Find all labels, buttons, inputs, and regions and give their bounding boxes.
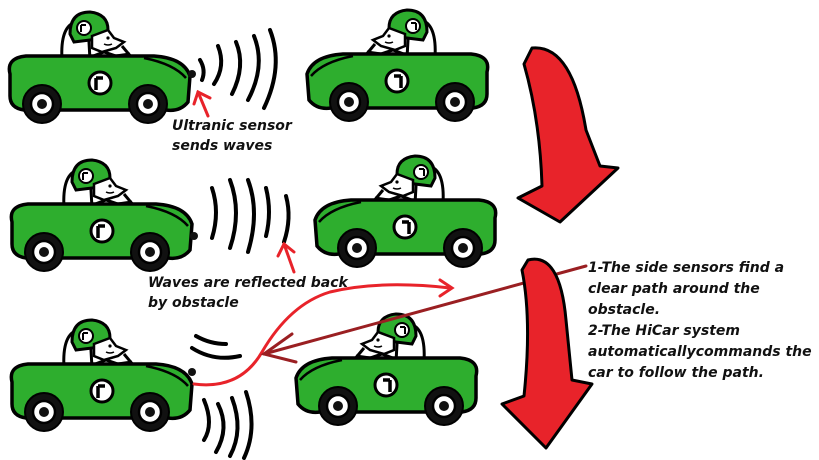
pointer-arrow-icon <box>276 241 296 274</box>
path-line <box>192 278 455 387</box>
ultrasonic-sensor-label: Ultranic sensor sends waves <box>172 116 292 156</box>
sound-wave-icon <box>210 178 291 254</box>
car-icon <box>9 158 198 273</box>
big-down-arrow-icon <box>516 46 620 224</box>
sound-wave-icon <box>198 28 278 110</box>
pointer-arrow-icon <box>192 89 212 118</box>
steps-label: 1-The side sensors find a clear path aro… <box>588 258 812 384</box>
car-icon <box>296 314 477 425</box>
car-icon <box>7 10 196 125</box>
car-icon <box>9 318 196 433</box>
reflected-label-line1: Waves are reflected back <box>148 275 348 291</box>
step-line: 1-The side sensors find a <box>588 260 785 276</box>
ultrasonic-label-line1: Ultranic sensor <box>172 118 292 134</box>
step-line: clear path around the <box>588 281 760 297</box>
car-icon <box>307 10 488 121</box>
reflected-waves-label: Waves are reflected back by obstacle <box>148 273 348 313</box>
ultrasonic-label-line2: sends waves <box>172 138 273 154</box>
car-icon <box>315 156 496 267</box>
big-down-arrow-icon <box>500 257 594 450</box>
sound-wave-icon <box>190 334 254 460</box>
reflected-label-line2: by obstacle <box>148 295 239 311</box>
step-line: 2-The HiCar system <box>588 323 740 339</box>
step-line: car to follow the path. <box>588 365 764 381</box>
step-line: obstacle. <box>588 302 661 318</box>
step-line: automaticallycommands the <box>588 344 812 360</box>
